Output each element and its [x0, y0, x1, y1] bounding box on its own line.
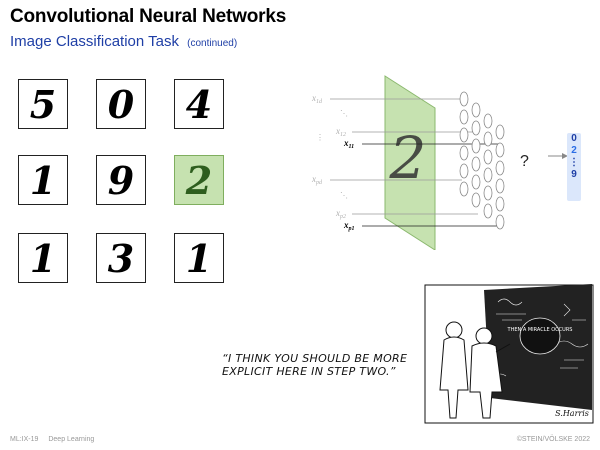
footer-left: ML:IX-19 Deep Learning — [10, 436, 102, 443]
digit-glyph: 1 — [30, 158, 56, 203]
digit-cell: 9 — [96, 155, 146, 205]
subtitle-note: (continued) — [187, 38, 238, 49]
digit-glyph: 5 — [30, 82, 56, 127]
output-class-0: 0 — [571, 133, 577, 144]
slide-title: Convolutional Neural Networks — [10, 6, 287, 27]
digit-cell: 5 — [18, 79, 68, 129]
cartoon-signature: S.Harris — [555, 409, 589, 418]
digit-cell: 1 — [174, 233, 224, 283]
digit-glyph: 4 — [186, 82, 212, 127]
digit-cell-highlighted: 2 — [174, 155, 224, 205]
svg-text:4: 4 — [186, 82, 212, 127]
input-label-x12: x12 — [335, 126, 346, 138]
output-class-2: 2 — [571, 145, 577, 156]
svg-text:9: 9 — [108, 158, 134, 203]
input-label-xp2: xp2 — [335, 208, 346, 220]
svg-text:⋮: ⋮ — [316, 133, 324, 142]
svg-text:1: 1 — [186, 236, 212, 281]
digit-cell: 1 — [18, 155, 68, 205]
digit-glyph: 0 — [108, 82, 135, 127]
svg-text:1: 1 — [30, 158, 56, 203]
digit-glyph: 3 — [108, 236, 134, 281]
digit-glyph: 9 — [108, 158, 134, 203]
svg-text:⋱: ⋱ — [340, 191, 348, 200]
svg-text:1: 1 — [30, 236, 56, 281]
input-label-xp1: xp1 — [343, 220, 355, 232]
output-ellipsis: ⋮ — [569, 157, 579, 168]
input-label-xpd: xpd — [311, 174, 323, 186]
connection-lines — [330, 98, 502, 227]
digit-cell: 0 — [96, 79, 146, 129]
thought-bubble — [519, 317, 561, 355]
svg-text:2: 2 — [185, 158, 212, 203]
ellipsis-dots: ⋱ ⋮ ⋱ — [316, 109, 348, 200]
input-label-x1d: x1d — [311, 93, 323, 105]
svg-text:⋱: ⋱ — [340, 109, 348, 118]
input-labels: x1d x12 x11 xpd xp2 xp1 — [311, 93, 355, 232]
digit-cell: 3 — [96, 233, 146, 283]
question-mark: ? — [520, 153, 529, 170]
digit-cell: 4 — [174, 79, 224, 129]
cartoon-illustration: THEN A MIRACLE OCCURS S.Harris — [424, 284, 594, 424]
plane-digit: 2 — [389, 124, 427, 192]
input-image-plane — [384, 75, 436, 250]
cartoon-caption: “I THINK YOU SHOULD BE MORE EXPLICIT HER… — [222, 352, 408, 378]
input-neuron-diagram: 2 x1d x12 x11 xpd xp2 xp1 ⋱ ⋮ ⋱ — [311, 75, 568, 250]
bubble-text: THEN A MIRACLE OCCURS — [507, 327, 573, 333]
digit-glyph: 1 — [186, 236, 212, 281]
digit-glyph: 2 — [185, 158, 212, 203]
svg-text:0: 0 — [108, 82, 135, 127]
output-class-9: 9 — [571, 169, 577, 180]
footer-topic: Deep Learning — [48, 436, 95, 443]
digit-cell: 1 — [18, 233, 68, 283]
input-label-x11: x11 — [343, 138, 354, 150]
scientists — [439, 321, 511, 419]
footer-course: ML:IX-19 — [10, 436, 39, 443]
digit-glyph: 1 — [30, 236, 56, 281]
subtitle-text: Image Classification Task — [10, 33, 179, 50]
slide-subtitle: Image Classification Task (continued) — [10, 33, 237, 50]
neuron-grid — [459, 91, 505, 230]
svg-text:5: 5 — [30, 82, 56, 127]
footer-copyright: ©STEIN/VÖLSKE 2022 — [516, 436, 590, 443]
svg-text:3: 3 — [108, 236, 134, 281]
output-class-list: 0 2 ⋮ 9 — [567, 133, 581, 201]
output-arrowhead — [562, 153, 568, 159]
